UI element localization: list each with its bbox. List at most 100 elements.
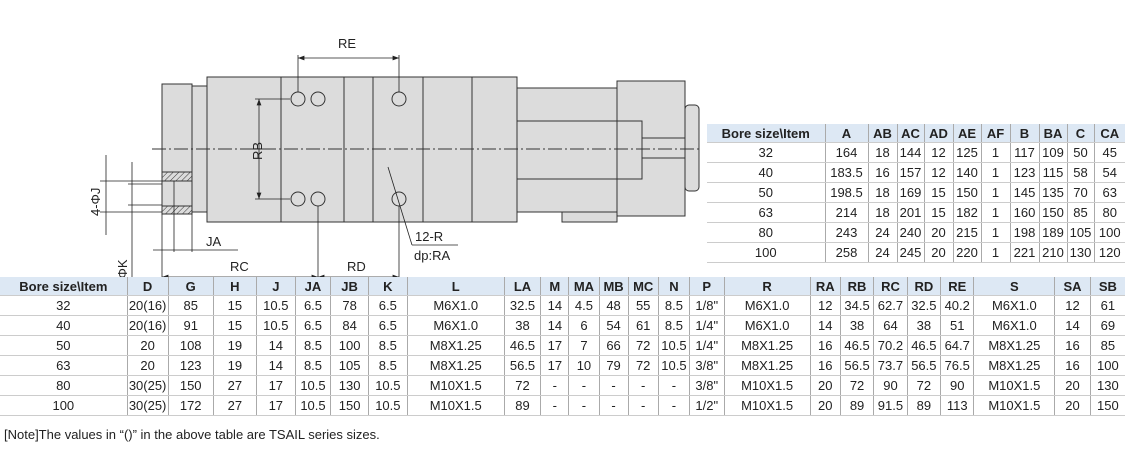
table-cell: 50 <box>707 182 826 203</box>
table-cell: - <box>568 375 600 396</box>
table-cell: 19 <box>212 355 257 376</box>
table-cell: 130 <box>330 375 369 396</box>
table-cell: 40.2 <box>940 295 975 316</box>
table-cell: 16 <box>1054 335 1091 356</box>
knob <box>684 104 700 192</box>
table-cell: 61 <box>1089 295 1125 316</box>
table-cell: 16 <box>867 162 898 183</box>
column-header: SA <box>1054 277 1091 296</box>
table-cell: 169 <box>896 182 925 203</box>
column-header: MC <box>627 277 659 296</box>
table-cell: M8X1.25 <box>723 355 811 376</box>
table-cell: 157 <box>896 162 925 183</box>
table-cell: 54 <box>1093 162 1125 183</box>
table-cell: 89 <box>839 395 875 416</box>
table-cell: 8.5 <box>367 335 408 356</box>
table-cell: 24 <box>867 242 898 263</box>
dim-re: RE <box>338 36 356 51</box>
table-cell: 20 <box>809 395 841 416</box>
table-cell: 72 <box>906 375 942 396</box>
table-cell: M8X1.25 <box>973 335 1056 356</box>
table-cell: 78 <box>330 295 369 316</box>
table-cell: 220 <box>952 242 982 263</box>
table-cell: - <box>657 375 691 396</box>
label-ra: dp:RA <box>414 248 450 263</box>
table-cell: 32.5 <box>503 295 542 316</box>
table-cell: 113 <box>940 395 975 416</box>
table-cell: 90 <box>873 375 908 396</box>
table-cell: 38 <box>839 315 875 336</box>
dim-j: 4-ΦJ <box>88 188 103 216</box>
table-cell: 62.7 <box>873 295 908 316</box>
table-cell: 63 <box>1093 182 1125 203</box>
column-header: C <box>1066 124 1095 143</box>
table-cell: 30(25) <box>126 375 169 396</box>
table-cell: 20 <box>923 222 954 243</box>
column-header: AF <box>980 124 1011 143</box>
table-cell: 15 <box>923 182 954 203</box>
table-cell: 16 <box>809 335 841 356</box>
table-cell: 18 <box>867 142 898 163</box>
table-cell: 17 <box>255 395 296 416</box>
table-cell: 120 <box>1093 242 1125 263</box>
column-header: N <box>657 277 691 296</box>
table-cell: 38 <box>503 315 542 336</box>
table-cell: 130 <box>1089 375 1125 396</box>
table-cell: 210 <box>1038 242 1068 263</box>
table-cell: M10X1.5 <box>973 395 1056 416</box>
table-cell: 15 <box>212 295 257 316</box>
table-cell: 20 <box>126 335 169 356</box>
table-cell: 10.5 <box>255 295 296 316</box>
table-cell: 20(16) <box>126 295 169 316</box>
table-cell: 91 <box>167 315 214 336</box>
table-cell: 140 <box>952 162 982 183</box>
table-cell: - <box>540 395 570 416</box>
table-cell: 14 <box>1054 315 1091 336</box>
table-cell: 90 <box>940 375 975 396</box>
table-cell: 189 <box>1038 222 1068 243</box>
table-cell: 14 <box>540 315 570 336</box>
column-header: MB <box>598 277 629 296</box>
table-cell: 1 <box>980 182 1011 203</box>
column-header: R <box>723 277 811 296</box>
column-header: H <box>212 277 257 296</box>
table-cell: 80 <box>1093 202 1125 223</box>
table-cell: 123 <box>1009 162 1040 183</box>
table-cell: 108 <box>167 335 214 356</box>
column-header: AE <box>952 124 982 143</box>
table-cell: 4.5 <box>568 295 600 316</box>
table-cell: 85 <box>1089 335 1125 356</box>
table-cell: 55 <box>627 295 659 316</box>
table-cell: 164 <box>824 142 869 163</box>
table-cell: M6X1.0 <box>973 295 1056 316</box>
table-cell: 16 <box>809 355 841 376</box>
table-cell: 69 <box>1089 315 1125 336</box>
table-cell: 183.5 <box>824 162 869 183</box>
table-cell: 8.5 <box>294 335 332 356</box>
table-cell: 201 <box>896 202 925 223</box>
table-cell: M10X1.5 <box>973 375 1056 396</box>
table-cell: 10.5 <box>255 315 296 336</box>
table-cell: 50 <box>1066 142 1095 163</box>
table-cell: 7 <box>568 335 600 356</box>
table-cell: 14 <box>255 335 296 356</box>
column-header: JA <box>294 277 332 296</box>
column-header: RC <box>873 277 908 296</box>
table-cell: 72 <box>627 355 659 376</box>
table-cell: 243 <box>824 222 869 243</box>
table-cell: M6X1.0 <box>406 315 505 336</box>
table-cell: 240 <box>896 222 925 243</box>
column-header: A <box>824 124 869 143</box>
table-cell: 1 <box>980 222 1011 243</box>
table-cell: 27 <box>212 395 257 416</box>
table-cell: 32 <box>707 142 826 163</box>
table-cell: 79 <box>598 355 629 376</box>
table-cell: 10.5 <box>367 375 408 396</box>
